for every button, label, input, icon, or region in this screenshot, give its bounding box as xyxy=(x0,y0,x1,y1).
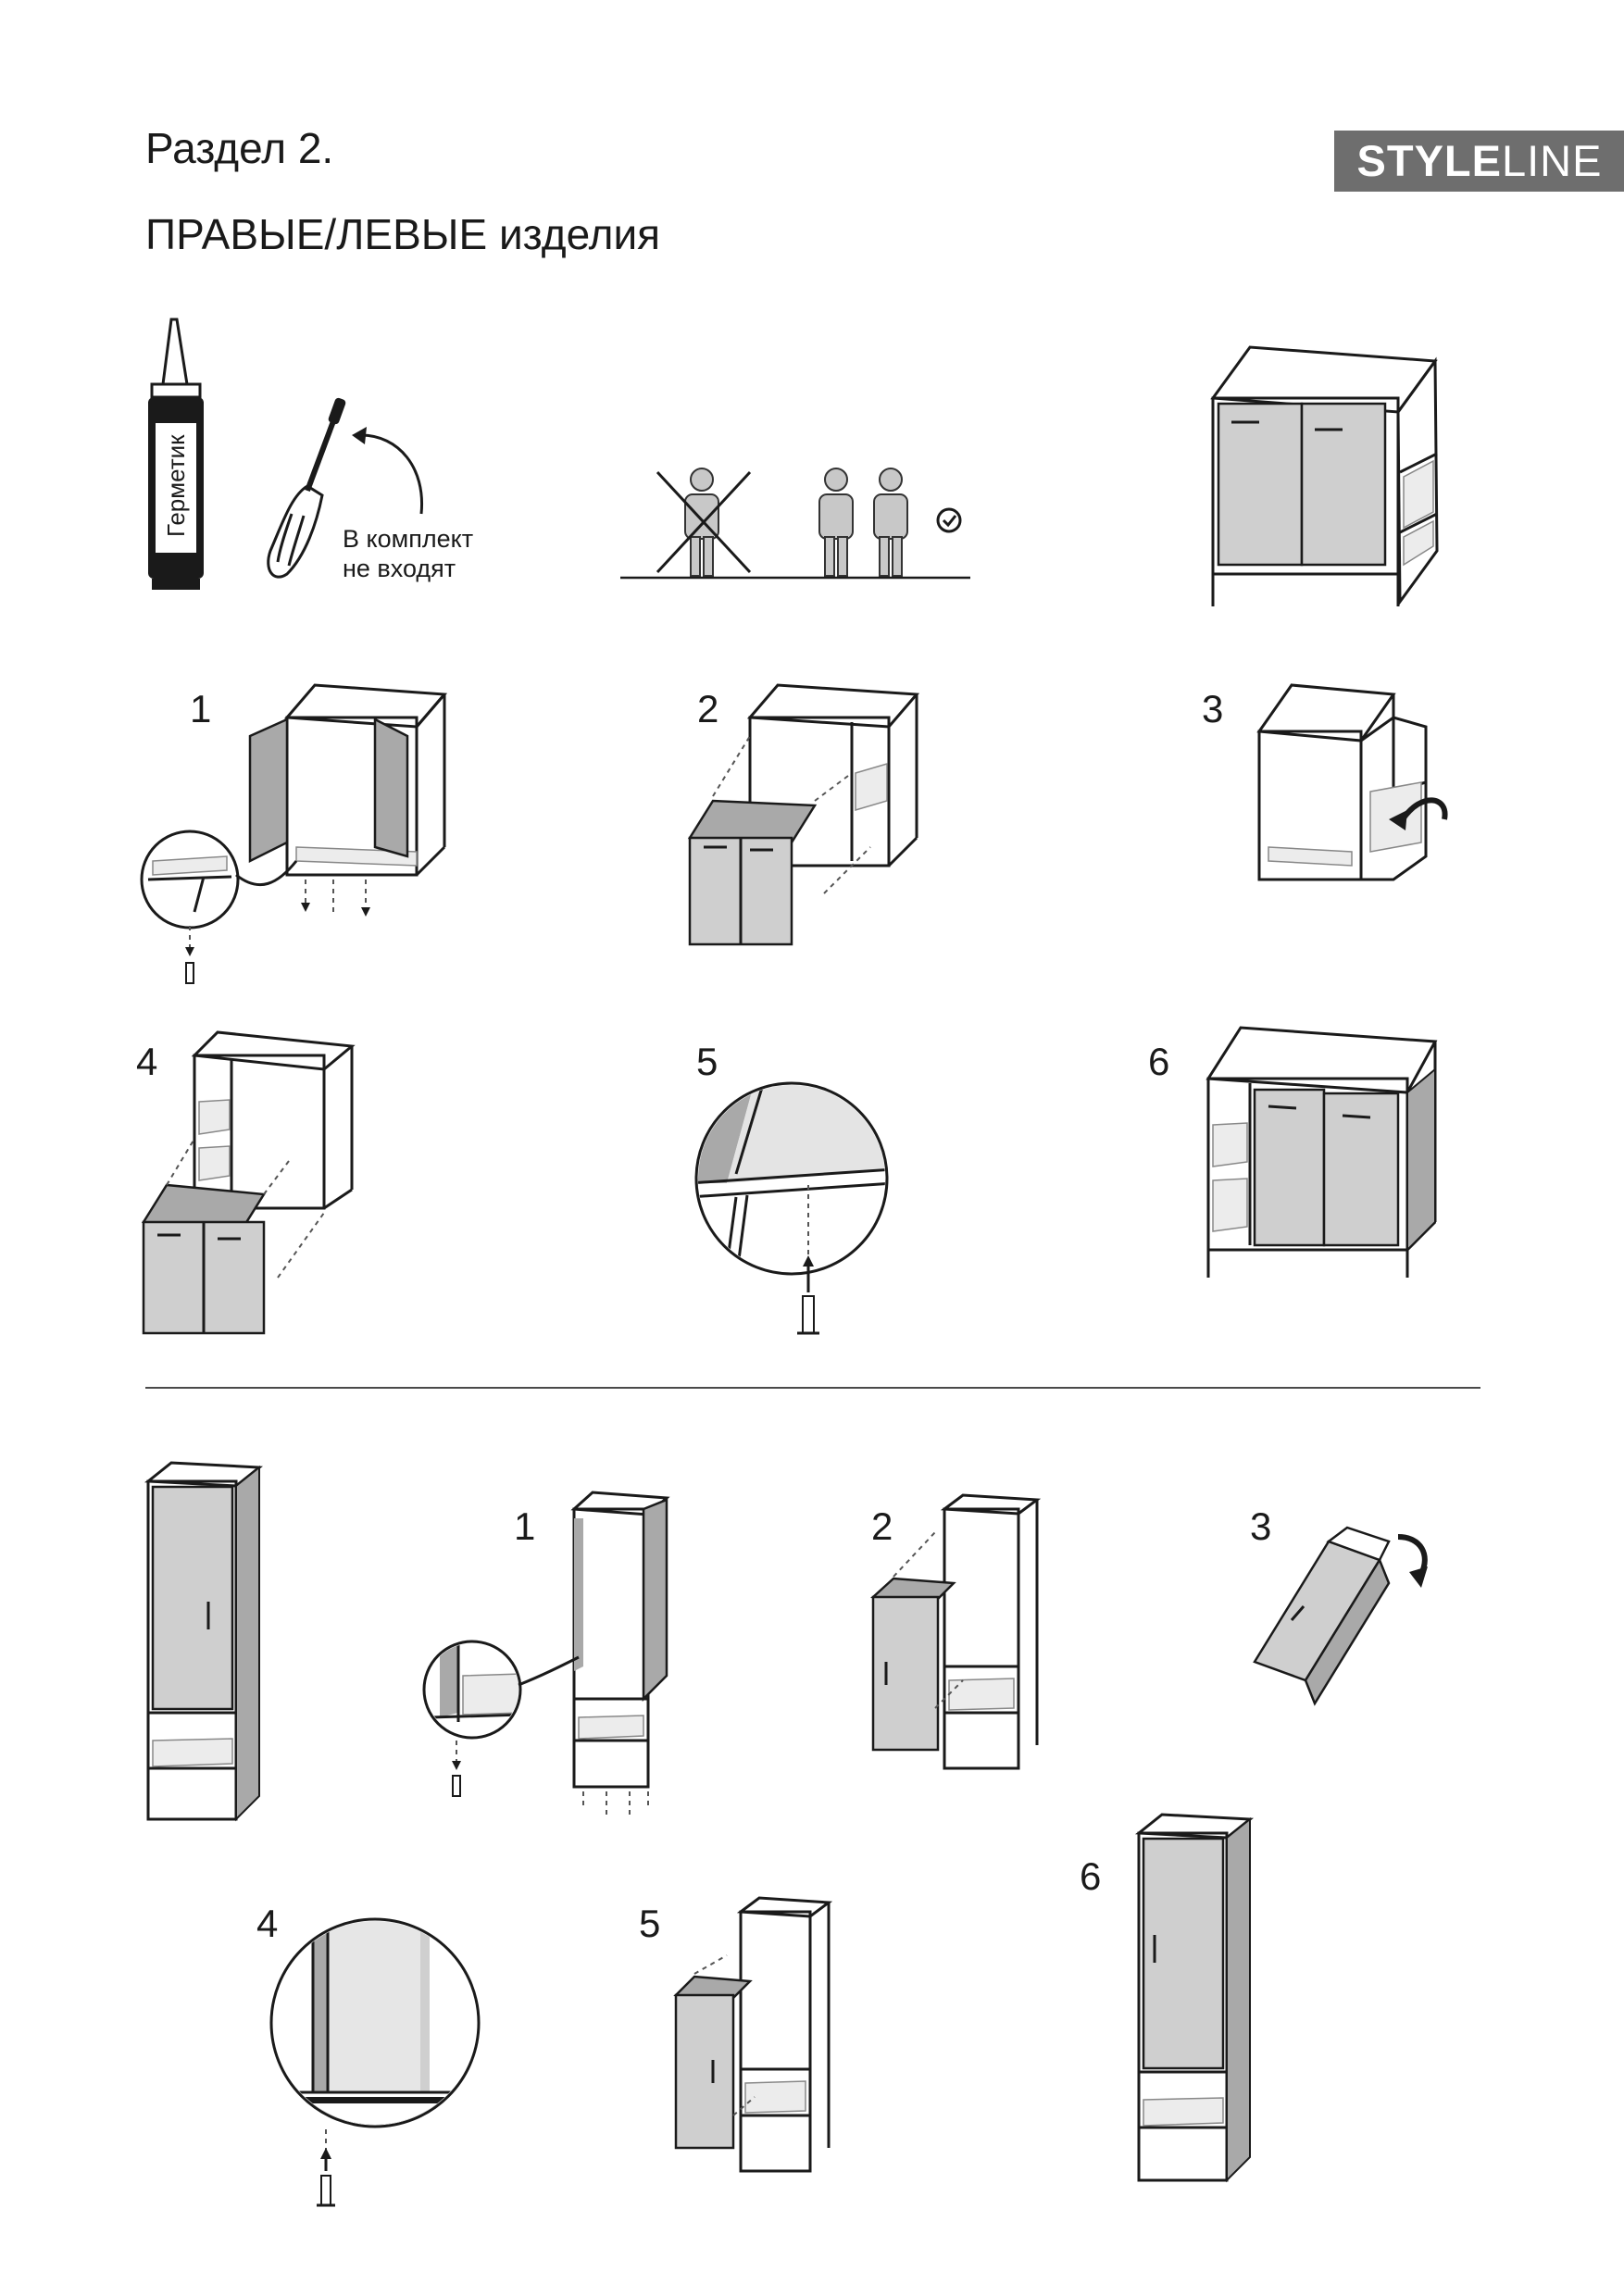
tall-step-3-number: 3 xyxy=(1250,1504,1272,1548)
one-person-crossed-icon xyxy=(656,468,752,577)
tall-step-3-illustration xyxy=(1253,1526,1428,1706)
tall-cabinet-overview-illustration xyxy=(144,1461,264,1822)
tall-step-6-number: 6 xyxy=(1080,1854,1102,1898)
sealant-tube-illustration xyxy=(148,318,204,590)
tall-step-5-number: 5 xyxy=(639,1902,661,1945)
section-subtitle: ПРАВЫЕ/ЛЕВЫЕ изделия xyxy=(145,210,661,258)
brand-logo: STYLELINE xyxy=(1334,131,1624,192)
brand-logo-light: LINE xyxy=(1501,136,1603,185)
vanity-step-5-illustration xyxy=(694,1081,889,1335)
vanity-step-5-number: 5 xyxy=(696,1040,718,1083)
vanity-overview-illustration xyxy=(1210,345,1439,606)
vanity-step-4-number: 4 xyxy=(136,1040,158,1083)
screwdriver-icon xyxy=(267,397,346,579)
vanity-step-2-illustration xyxy=(687,683,920,946)
tall-step-1-illustration xyxy=(422,1491,670,1819)
tall-step-5-illustration xyxy=(673,1896,833,2173)
section-heading: Раздел 2. xyxy=(145,124,334,172)
section-divider xyxy=(145,1387,1480,1389)
vanity-step-3-number: 3 xyxy=(1202,687,1224,730)
vanity-step-6-illustration xyxy=(1206,1026,1438,1278)
two-person-assembly-icon xyxy=(620,468,970,580)
vanity-step-4-illustration xyxy=(141,1030,356,1335)
tall-step-2-illustration xyxy=(870,1493,1042,1770)
sealant-label-text: Герметик xyxy=(162,434,190,537)
not-included-line1: В комплект xyxy=(343,525,474,553)
tall-step-4-illustration xyxy=(269,1917,481,2207)
brand-logo-bold: STYLE xyxy=(1356,136,1502,185)
tall-step-1-number: 1 xyxy=(514,1504,536,1548)
vanity-step-1-number: 1 xyxy=(190,687,212,730)
vanity-step-1-illustration xyxy=(140,683,448,984)
not-included-line2: не входят xyxy=(343,555,456,582)
sealant-label: Герметик xyxy=(157,434,194,537)
tall-step-6-illustration xyxy=(1134,1813,1255,2183)
not-included-note: В комплект не входят xyxy=(343,524,473,583)
vanity-step-2-number: 2 xyxy=(697,687,719,730)
two-persons-icon xyxy=(818,468,908,577)
vanity-step-6-number: 6 xyxy=(1148,1040,1170,1083)
curved-arrow-icon xyxy=(352,427,424,515)
tall-step-4-number: 4 xyxy=(256,1902,279,1945)
tall-step-2-number: 2 xyxy=(871,1504,893,1548)
vanity-step-3-illustration xyxy=(1256,683,1448,881)
checkmark-icon xyxy=(936,507,962,533)
